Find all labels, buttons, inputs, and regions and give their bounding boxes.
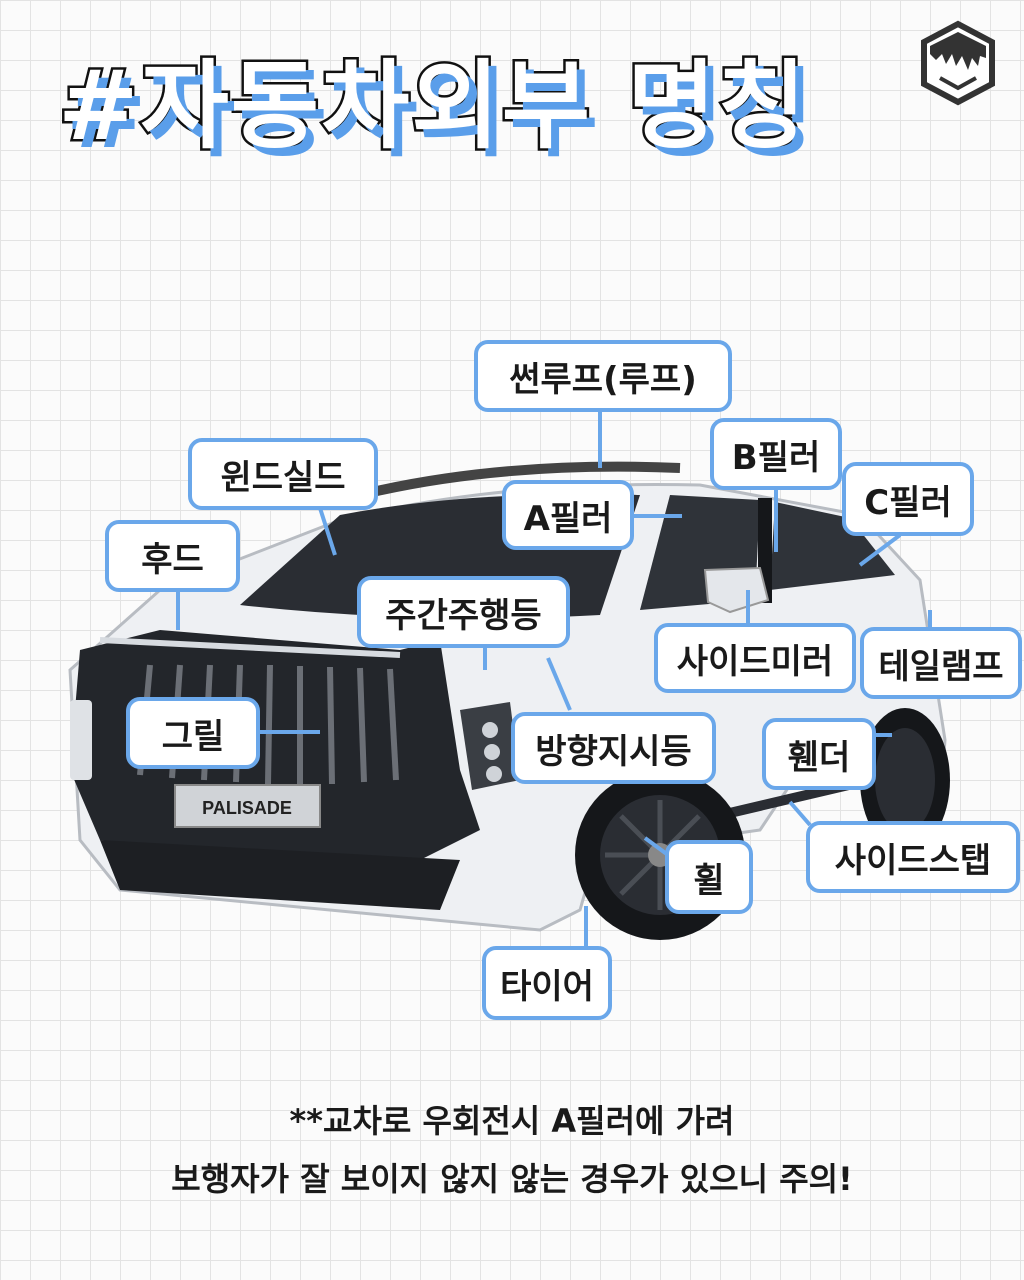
rear-wheel (860, 708, 950, 852)
plate-text: PALISADE (202, 798, 292, 818)
label-a-pillar: A필러 (502, 480, 634, 550)
car-illustration: PALISADE (68, 461, 950, 940)
label-wheel: 휠 (665, 840, 753, 914)
label-side-mirror: 사이드미러 (654, 623, 856, 693)
lower-bumper (100, 840, 460, 910)
label-drl: 주간주행등 (357, 576, 570, 648)
drl-strip (99, 637, 401, 658)
roof-rail (338, 461, 681, 505)
rear-side-window (770, 502, 895, 590)
front-fascia (70, 630, 480, 870)
label-hood: 후드 (105, 520, 240, 592)
label-grille: 그릴 (126, 697, 260, 769)
label-c-pillar: C필러 (842, 462, 974, 536)
label-tail-lamp: 테일램프 (860, 627, 1022, 699)
license-plate (174, 784, 321, 828)
label-b-pillar: B필러 (710, 418, 842, 490)
note-line-2: 보행자가 잘 보이지 않지 않는 경우가 있으니 주의! (171, 1160, 853, 1198)
label-tire: 타이어 (482, 946, 612, 1020)
left-headlight (70, 700, 92, 780)
label-side-step: 사이드스탭 (806, 821, 1020, 893)
label-windshield: 윈드실드 (188, 438, 378, 510)
page-title: #자동차외부 명칭 (55, 50, 809, 162)
label-turn-signal: 방향지시등 (511, 712, 716, 784)
note-line-1: **교차로 우회전시 A필러에 가려 (289, 1102, 735, 1140)
label-fender: 휀더 (762, 718, 876, 790)
label-sunroof: 썬루프(루프) (474, 340, 732, 412)
brand-logo-icon (921, 20, 995, 106)
